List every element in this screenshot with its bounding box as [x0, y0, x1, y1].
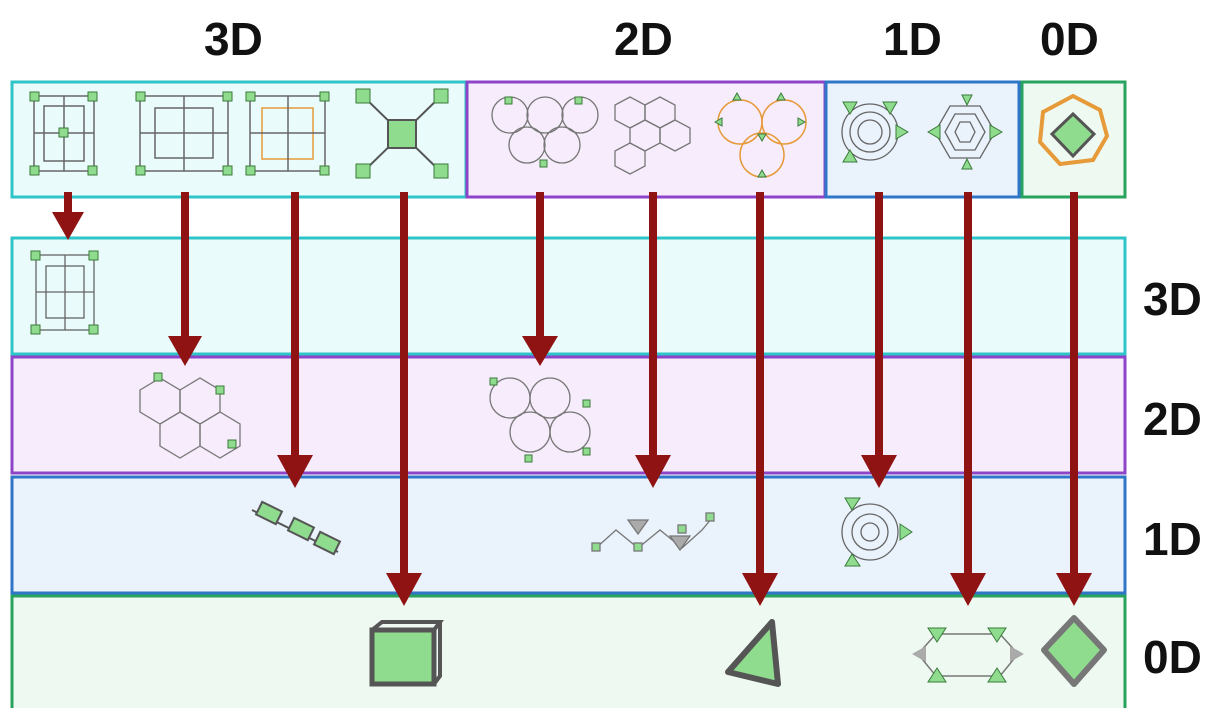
column-header-1d: 1D: [883, 13, 942, 65]
arrow-0d-to-0d: [1056, 192, 1092, 606]
structure-1d-row-chain-a: [251, 500, 342, 556]
structure-2d-sheet-b: [614, 96, 691, 175]
row-band-2d: [10, 355, 1127, 475]
green-nodes-3d-source: [29, 88, 449, 179]
arrow-1d-a-to-1d: [861, 192, 897, 488]
source-box-1d: [824, 80, 1021, 199]
row-label-2d: 2D: [1143, 393, 1202, 445]
column-header-0d: 0D: [1040, 13, 1099, 65]
structure-0d-cage: [1037, 93, 1110, 167]
structure-0d-cube: [369, 620, 444, 687]
structure-2d-row-layer-b: [489, 377, 591, 453]
source-box-2d: [465, 80, 827, 199]
arrow-2d-c-to-0d: [742, 192, 778, 606]
arrow-2d-a-to-2d: [522, 192, 558, 366]
structure-0d-ring: [912, 627, 1024, 683]
arrow-3d-b-to-2d: [168, 192, 202, 366]
row-band-3d: [10, 236, 1127, 356]
row-label-0d: 0D: [1143, 631, 1202, 683]
arrows: [52, 192, 1092, 606]
arrow-2d-b-to-1d: [635, 192, 671, 488]
row-band-0d: [10, 594, 1127, 708]
structure-3d-framework-d: [361, 94, 443, 174]
structure-0d-tetrahedron: [725, 619, 781, 687]
structure-1d-row-tube: [841, 497, 913, 567]
green-nodes-1d-source: [842, 94, 1003, 170]
arrow-1d-b-to-0d: [950, 192, 986, 606]
structure-1d-row-chain-b: [591, 512, 715, 552]
structure-3d-framework-b: [139, 95, 229, 172]
green-triangles-2d-source: [504, 91, 807, 178]
row-label-3d: 3D: [1143, 273, 1202, 325]
arrow-3d-c-to-1d: [277, 192, 313, 488]
row-label-1d: 1D: [1143, 513, 1202, 565]
green-nodes-3d-row: [30, 250, 99, 335]
row-band-1d: [10, 475, 1127, 595]
green-nodes-2d-row: [153, 372, 591, 463]
arrow-3d-d-to-0d: [386, 192, 422, 606]
structure-0d-cage-target: [1041, 615, 1107, 687]
structure-3d-row-framework: [35, 254, 95, 331]
column-header-2d: 2D: [614, 13, 673, 65]
column-header-3d: 3D: [204, 13, 263, 65]
arrow-3d-a-to-3d: [52, 192, 84, 240]
structure-3d-framework-c: [249, 95, 326, 172]
